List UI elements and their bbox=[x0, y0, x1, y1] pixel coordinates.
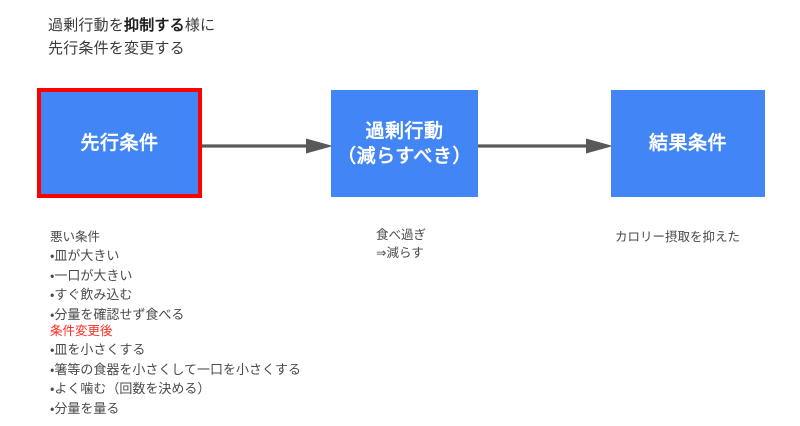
flow-box-consequence-label: 結果条件 bbox=[648, 133, 727, 154]
caption-changed-heading: 条件変更後 bbox=[50, 324, 113, 338]
page-title-line-1-suffix: 様に bbox=[184, 17, 216, 34]
caption-consequence-line-1: カロリー摂取を抑えた bbox=[615, 230, 741, 244]
caption-antecedent-heading: 悪い条件 bbox=[50, 230, 101, 244]
list-item: ・分量を量る bbox=[50, 400, 120, 416]
page-title-line-1: 過剰行動を抑制する様に bbox=[48, 14, 215, 37]
page-title-line-1-prefix: 過剰行動を bbox=[48, 17, 125, 34]
caption-antecedent-conditions: 悪い条件 ・皿が大きい ・一口が大きい ・すぐ飲み込む ・分量を確認せず食べる bbox=[50, 228, 184, 324]
page-title-line-2: 先行条件を変更する bbox=[48, 40, 185, 57]
caption-behavior-line-1: 食べ過ぎ bbox=[376, 228, 427, 242]
caption-behavior-line-2: ⇒減らす bbox=[376, 246, 424, 260]
page-title: 過剰行動を抑制する様に 先行条件を変更する bbox=[48, 14, 215, 60]
list-item: ・箸等の食器を小さくして一口を小さくする bbox=[50, 361, 302, 377]
flow-box-behavior-text: 過剰行動 （減らすべき） bbox=[337, 119, 472, 169]
list-item: ・すぐ飲み込む bbox=[50, 287, 133, 302]
arrow-behavior-to-consequence-icon bbox=[478, 138, 613, 154]
list-item: ・よく噛む（回数を決める） bbox=[50, 381, 211, 396]
page-title-line-1-emphasis: 抑制する bbox=[124, 17, 185, 34]
list-item: ・皿を小さくする bbox=[50, 342, 146, 357]
caption-changed-conditions: 条件変更後 ・皿を小さくする ・箸等の食器を小さくして一口を小さくする ・よく噛… bbox=[50, 322, 301, 418]
flow-box-antecedent[interactable]: 先行条件 bbox=[37, 88, 202, 198]
caption-behavior: 食べ過ぎ ⇒減らす bbox=[376, 226, 426, 262]
flow-box-consequence-text: 結果条件 bbox=[649, 131, 727, 156]
flow-box-antecedent-label: 先行条件 bbox=[80, 132, 159, 154]
list-item: ・皿が大きい bbox=[50, 248, 120, 263]
caption-consequence: カロリー摂取を抑えた bbox=[615, 228, 740, 246]
flow-box-antecedent-text: 先行条件 bbox=[80, 131, 158, 156]
flow-box-behavior-label-line-2: （減らすべき） bbox=[337, 145, 472, 167]
flow-box-consequence[interactable]: 結果条件 bbox=[611, 90, 765, 197]
flow-box-behavior[interactable]: 過剰行動 （減らすべき） bbox=[331, 90, 478, 197]
flow-box-behavior-label-line-1: 過剰行動 bbox=[365, 120, 444, 142]
arrow-antecedent-to-behavior-icon bbox=[202, 138, 333, 154]
list-item: ・分量を確認せず食べる bbox=[50, 306, 185, 322]
list-item: ・一口が大きい bbox=[50, 267, 133, 283]
